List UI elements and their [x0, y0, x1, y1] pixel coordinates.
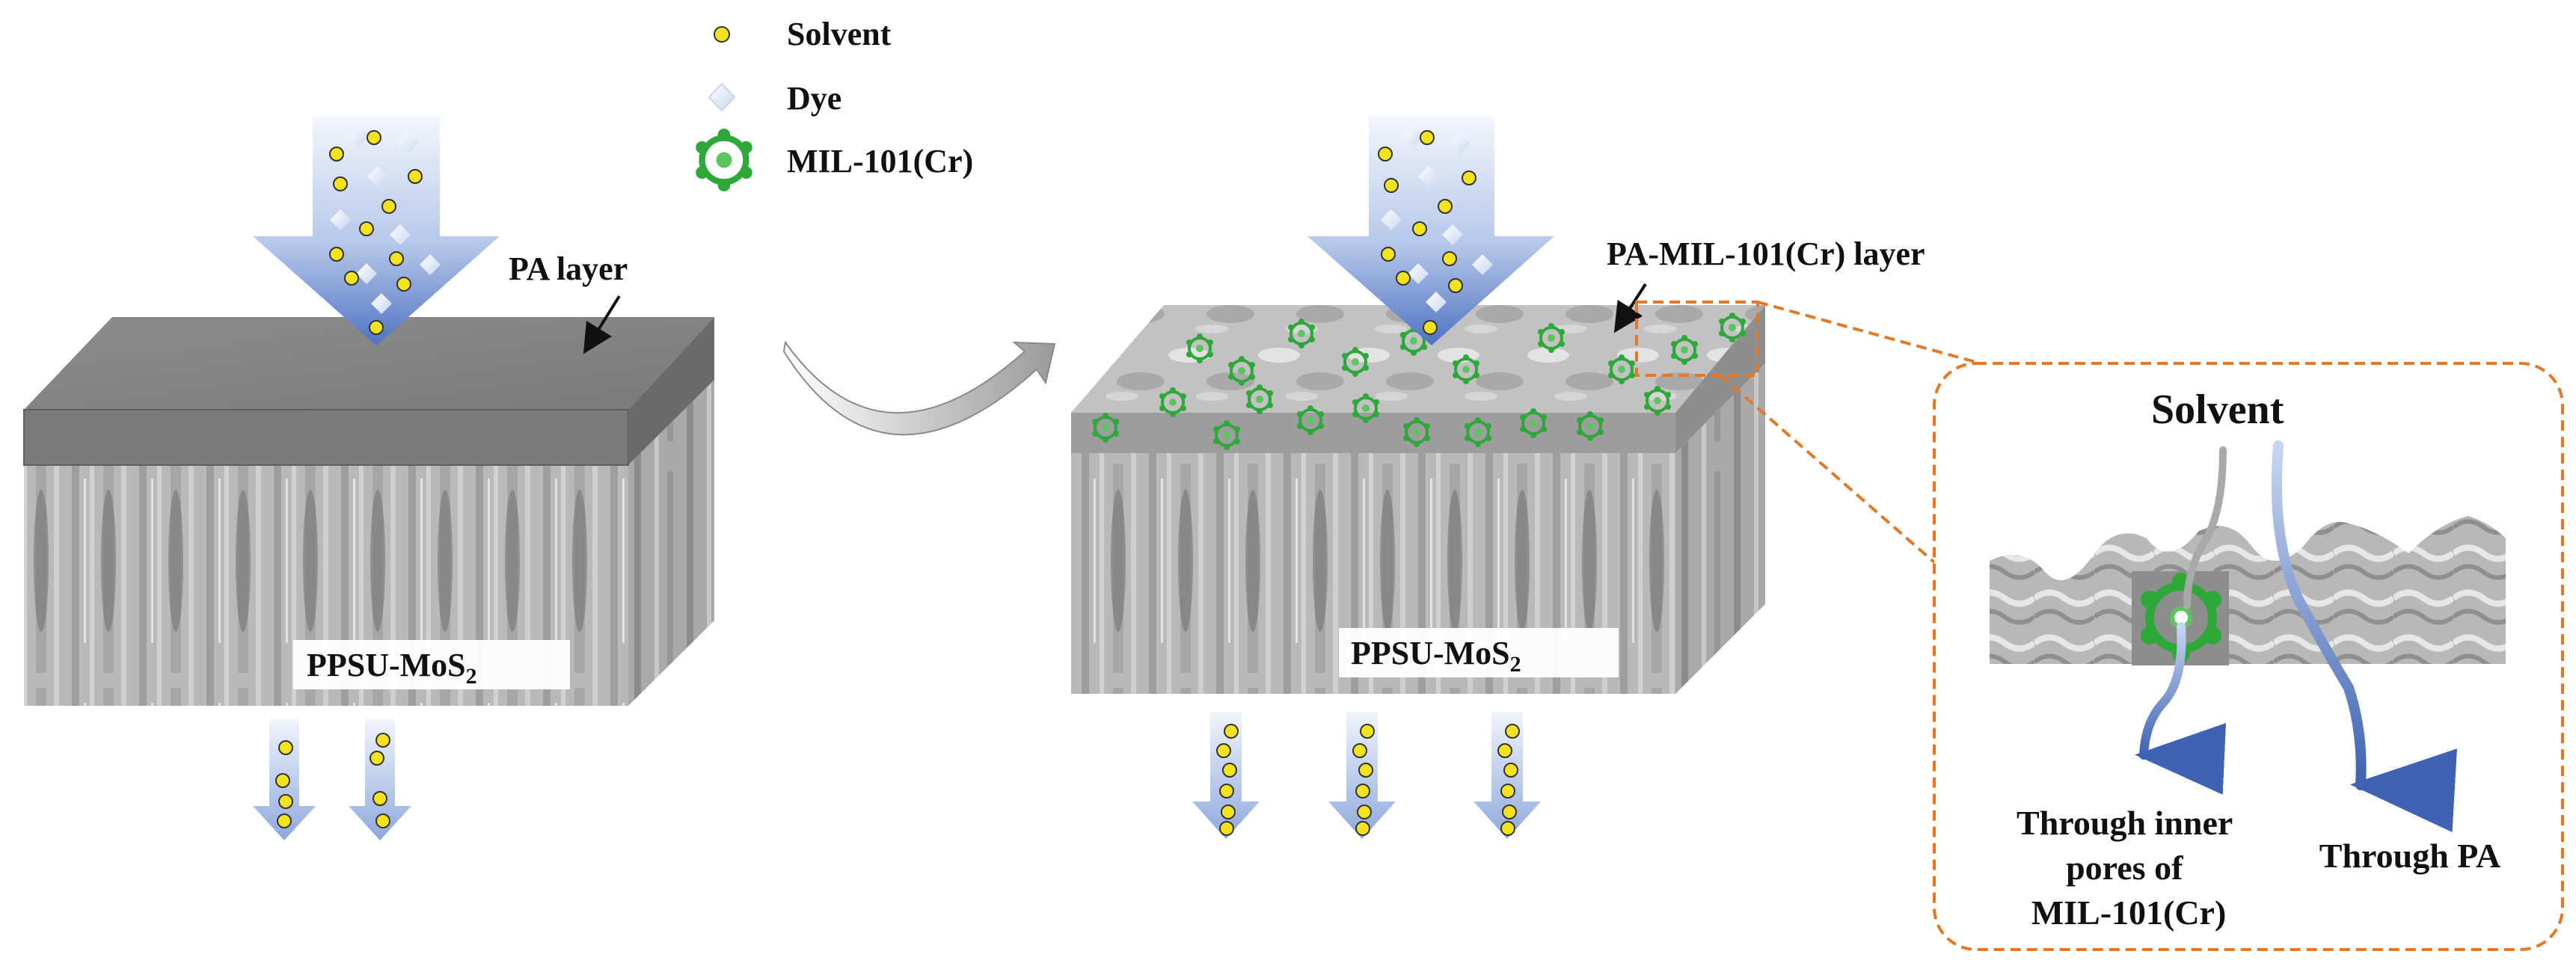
- left-feed-particles: [329, 126, 441, 335]
- right-substrate-side: [1675, 363, 1765, 694]
- inset-mof-pore: [2174, 611, 2188, 624]
- legend-dye-label: Dye: [787, 80, 841, 117]
- zoom-leader-top: [1757, 301, 1981, 365]
- right-substrate-label-box: [1339, 628, 1619, 677]
- zoom-source-box: [1635, 301, 1759, 377]
- right-layer-pointer: [1613, 283, 1647, 333]
- right-layer-label: PA-MIL-101(Cr) layer: [1607, 236, 1925, 272]
- inset-path-mof-label: Through inner pores of MIL-101(Cr): [2017, 804, 2241, 932]
- transition-arrow: [782, 340, 1056, 436]
- permeate-arrow: [1192, 712, 1260, 839]
- left-feed-arrow: [253, 117, 500, 345]
- right-pa-mof-layer-top: [1071, 305, 1765, 413]
- mof-legend-icon: [696, 129, 752, 191]
- legend-solvent-label: Solvent: [787, 16, 892, 52]
- left-pa-layer-top: [24, 317, 714, 410]
- inset-pa-cross-section: [1990, 516, 2506, 664]
- right-feed-particles: [1378, 126, 1493, 335]
- legend-mof-label: MIL-101(Cr): [787, 143, 973, 179]
- left-layer-label: PA layer: [509, 250, 628, 287]
- right-pa-mof-layer-side: [1675, 305, 1765, 453]
- dye-legend-icon: [708, 82, 736, 112]
- permeate-arrow: [253, 719, 316, 840]
- zoom-leader-bottom: [1719, 374, 1936, 564]
- right-substrate-label: PPSU-MoS2: [1351, 635, 1521, 677]
- right-permeate-arrows: [1192, 712, 1541, 839]
- left-substrate-label-box: [293, 640, 570, 689]
- left-layer-pointer: [583, 295, 621, 354]
- inset-title: Solvent: [2151, 387, 2284, 433]
- permeate-arrow: [1473, 712, 1541, 839]
- left-membrane: PPSU-MoS2: [23, 317, 714, 706]
- left-substrate-side: [628, 380, 714, 706]
- left-substrate-label: PPSU-MoS2: [307, 647, 477, 689]
- inset-path-pa-label: Through PA: [2319, 837, 2500, 875]
- left-pa-layer-front: [23, 409, 629, 466]
- right-membrane: PPSU-MoS2: [1071, 305, 1765, 694]
- inset-path-through-pa: [2271, 440, 2457, 833]
- solvent-legend-icon: [714, 26, 730, 43]
- legend: Solvent Dye MIL-101(Cr): [696, 16, 973, 191]
- left-permeate-arrows: [253, 719, 411, 840]
- right-pa-mof-layer-front: [1071, 413, 1675, 453]
- right-feed-arrow: [1307, 117, 1554, 345]
- permeate-arrow: [1328, 712, 1396, 839]
- inset-panel: Solvent Through inner pores of MIL-101(C…: [1933, 362, 2564, 951]
- inset-solvent-path-grey: [2183, 446, 2227, 609]
- permeate-arrow: [349, 719, 411, 840]
- inset-path-through-mof: [2135, 622, 2227, 795]
- left-pa-layer-side: [628, 317, 714, 465]
